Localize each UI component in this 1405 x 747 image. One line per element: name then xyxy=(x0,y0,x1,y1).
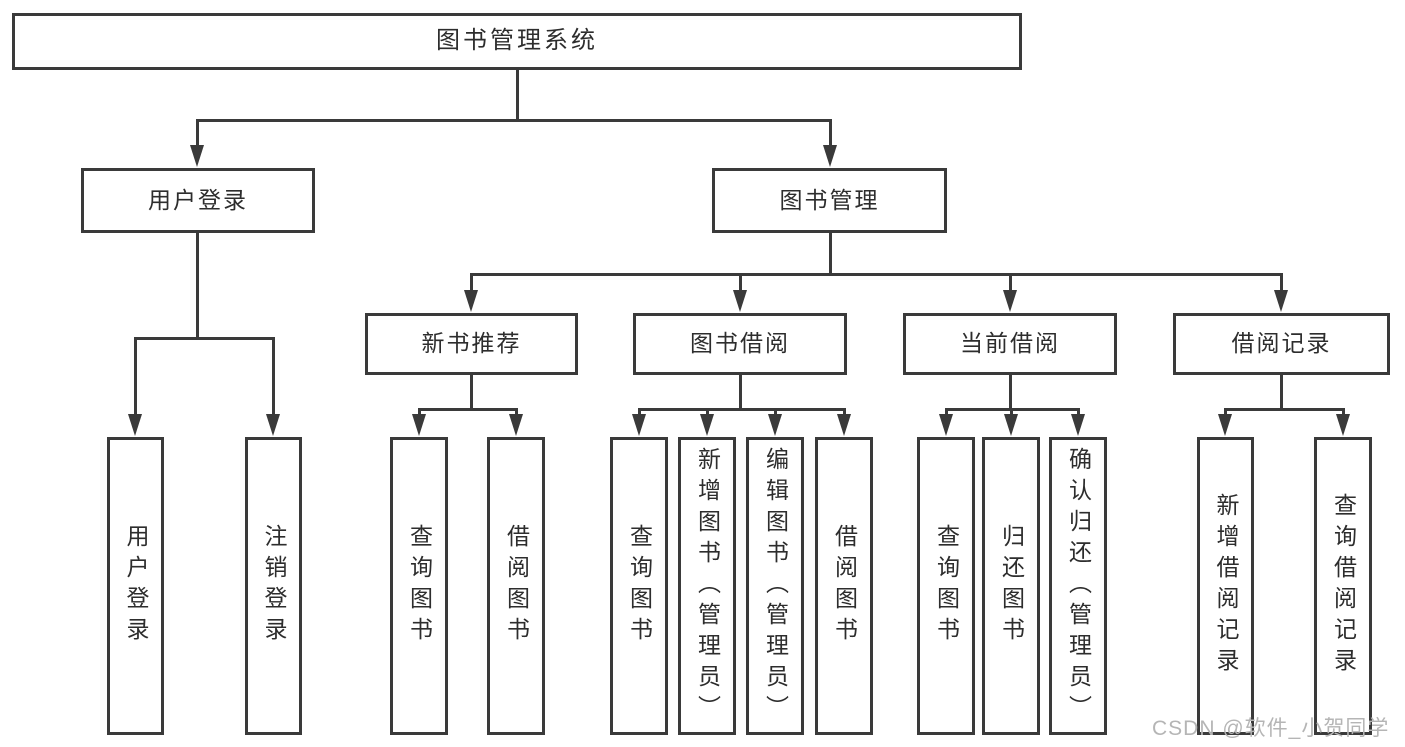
csdn-watermark: CSDN @软件_小贺同学 xyxy=(1152,717,1390,740)
arrowhead-add-borrow-record xyxy=(1218,414,1232,436)
node-borrow-books-recommend: 借阅图书 xyxy=(487,437,545,735)
edge-to-query-borrow-record xyxy=(1341,408,1345,417)
edge-mgmt-stem xyxy=(828,233,832,273)
edge-to-book-management xyxy=(828,119,832,147)
edge-to-current-borrowing xyxy=(1008,273,1012,292)
edge-root-stem xyxy=(515,70,519,120)
node-logout-action: 注销登录 xyxy=(245,437,302,735)
edge-borrowing-hline xyxy=(637,408,846,411)
edge-records-hline xyxy=(1223,408,1345,411)
node-label: 借阅图书 xyxy=(831,524,858,648)
edge-mgmt-hline xyxy=(469,273,1283,276)
arrowhead-query-books-current xyxy=(939,414,953,436)
edge-to-user-login xyxy=(195,119,199,147)
node-user-login: 用户登录 xyxy=(81,168,315,233)
node-label: 查询借阅记录 xyxy=(1330,493,1357,679)
edge-to-edit-books-admin xyxy=(773,408,777,417)
edge-to-confirm-return-admin xyxy=(1076,408,1080,417)
node-label: 注销登录 xyxy=(261,524,287,648)
node-borrow-books-borrow: 借阅图书 xyxy=(815,437,873,735)
node-label: 当前借阅 xyxy=(960,330,1060,357)
edge-recommend-hline xyxy=(417,408,518,411)
node-current-borrowing: 当前借阅 xyxy=(903,313,1117,375)
arrowhead-query-books-recommend xyxy=(412,414,426,436)
arrowhead-logout-action xyxy=(266,414,280,436)
arrowhead-return-books xyxy=(1004,414,1018,436)
node-edit-books-admin: 编辑图书（管理员） xyxy=(746,437,804,735)
node-label: 借阅记录 xyxy=(1231,330,1332,357)
arrowhead-current-borrowing xyxy=(1003,290,1017,312)
node-label: 确认归还（管理员） xyxy=(1065,446,1092,726)
arrowhead-login-action xyxy=(128,414,142,436)
arrowhead-borrow-books-recommend xyxy=(509,414,523,436)
arrowhead-add-books-admin xyxy=(700,414,714,436)
arrowhead-new-book-recommend xyxy=(464,290,478,312)
edge-login-stem xyxy=(195,233,199,337)
node-query-books-borrow: 查询图书 xyxy=(610,437,668,735)
edge-to-query-books-recommend xyxy=(417,408,421,417)
edge-to-add-borrow-record xyxy=(1223,408,1227,417)
edge-to-return-books xyxy=(1009,408,1013,417)
arrowhead-borrowing-records xyxy=(1274,290,1288,312)
node-query-borrow-record: 查询借阅记录 xyxy=(1314,437,1372,735)
edge-records-stem xyxy=(1279,375,1283,408)
edge-to-query-books-current xyxy=(944,408,948,417)
node-query-books-current: 查询图书 xyxy=(917,437,975,735)
node-label: 查询图书 xyxy=(933,524,960,648)
edge-to-book-borrowing xyxy=(738,273,742,292)
node-label: 用户登录 xyxy=(148,186,248,213)
node-query-books-recommend: 查询图书 xyxy=(390,437,448,735)
node-label: 编辑图书（管理员） xyxy=(762,446,789,726)
node-label: 图书管理 xyxy=(779,186,880,213)
edge-to-login-action xyxy=(133,337,137,416)
node-label: 借阅图书 xyxy=(503,524,530,648)
arrowhead-user-login xyxy=(190,145,204,167)
arrowhead-confirm-return-admin xyxy=(1071,414,1085,436)
edge-to-query-books-borrow xyxy=(637,408,641,417)
node-confirm-return-admin: 确认归还（管理员） xyxy=(1049,437,1107,735)
node-new-book-recommend: 新书推荐 xyxy=(365,313,578,375)
node-library-management-system: 图书管理系统 xyxy=(12,13,1022,70)
edge-to-borrowing-records xyxy=(1279,273,1283,292)
node-label: 新书推荐 xyxy=(421,330,522,357)
arrowhead-query-books-borrow xyxy=(632,414,646,436)
node-label: 用户登录 xyxy=(123,524,149,648)
node-return-books: 归还图书 xyxy=(982,437,1040,735)
node-label: 图书借阅 xyxy=(690,330,790,357)
node-add-books-admin: 新增图书（管理员） xyxy=(678,437,736,735)
edge-current-stem xyxy=(1008,375,1012,408)
edge-borrowing-stem xyxy=(738,375,742,408)
node-label: 新增图书（管理员） xyxy=(694,446,721,726)
node-book-management: 图书管理 xyxy=(712,168,947,233)
edge-to-borrow-books-recommend xyxy=(514,408,518,417)
node-label: 新增借阅记录 xyxy=(1213,493,1239,679)
node-add-borrow-record: 新增借阅记录 xyxy=(1197,437,1254,735)
edge-to-logout-action xyxy=(271,337,275,416)
node-book-borrowing: 图书借阅 xyxy=(633,313,847,375)
arrowhead-book-management xyxy=(823,145,837,167)
node-borrowing-records: 借阅记录 xyxy=(1173,313,1390,375)
arrowhead-query-borrow-record xyxy=(1336,414,1350,436)
edge-to-borrow-books-borrow xyxy=(842,408,846,417)
arrowhead-borrow-books-borrow xyxy=(837,414,851,436)
arrowhead-book-borrowing xyxy=(733,290,747,312)
edge-to-new-book-recommend xyxy=(469,273,473,292)
edge-recommend-stem xyxy=(469,375,473,408)
edge-login-hline xyxy=(133,337,275,340)
arrowhead-edit-books-admin xyxy=(768,414,782,436)
edge-to-add-books-admin xyxy=(705,408,709,417)
node-user-login-action: 用户登录 xyxy=(107,437,164,735)
node-label: 查询图书 xyxy=(406,524,433,648)
node-label: 图书管理系统 xyxy=(436,27,598,55)
edge-root-hline xyxy=(195,119,832,122)
node-label: 查询图书 xyxy=(626,524,653,648)
node-label: 归还图书 xyxy=(998,524,1025,648)
